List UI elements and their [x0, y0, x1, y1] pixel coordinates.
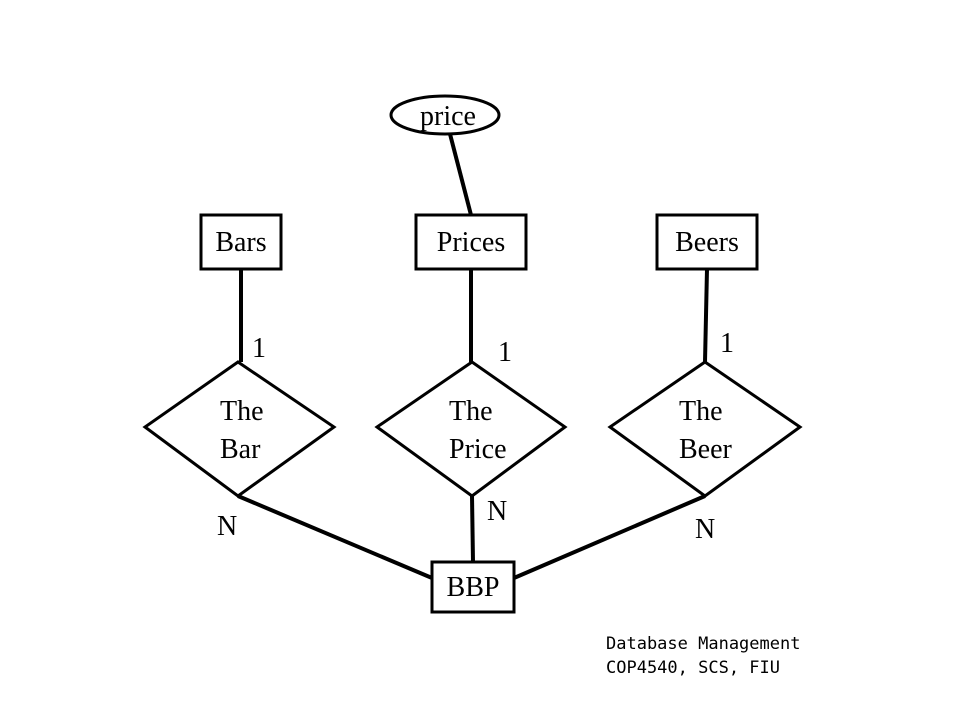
- line-price-to-prices: [448, 133, 473, 216]
- prices-entity-label: Prices: [437, 227, 505, 258]
- the-bar-label-line2: Bar: [220, 434, 261, 465]
- line-the-price-to-bbp: [470, 495, 475, 563]
- price-attribute-label: price: [420, 101, 476, 132]
- cardinality-price-many: N: [487, 496, 507, 527]
- connector-lines: [237, 133, 709, 580]
- price-attribute-ellipse: [389, 94, 501, 136]
- the-beer-label-line1: The: [679, 396, 723, 427]
- cardinality-beer-many: N: [695, 514, 715, 545]
- the-price-label-line1: The: [449, 396, 493, 427]
- footer-course-info: COP4540, SCS, FIU: [606, 658, 780, 678]
- line-the-beer-to-bbp: [513, 494, 706, 580]
- the-price-relationship-diamond: [374, 360, 568, 498]
- cardinality-price-one: 1: [498, 337, 512, 368]
- the-beer-label-line2: Beer: [679, 434, 733, 465]
- line-the-bar-to-bbp: [237, 494, 433, 580]
- bbp-entity-label: BBP: [447, 572, 500, 603]
- footer-caption: Database Management COP4540, SCS, FIU: [606, 632, 800, 680]
- cardinality-bar-one: 1: [252, 333, 266, 364]
- cardinality-beer-one: 1: [720, 328, 734, 359]
- prices-entity-box: [414, 213, 528, 271]
- the-bar-relationship-diamond: [142, 360, 337, 498]
- the-price-label-line2: Price: [449, 434, 507, 465]
- bars-entity-label: Bars: [215, 227, 266, 258]
- bbp-entity-box: [430, 560, 516, 614]
- beers-entity-label: Beers: [675, 227, 739, 258]
- beers-entity-box: [655, 213, 759, 271]
- the-bar-label-line1: The: [220, 396, 264, 427]
- bars-entity-box: [199, 213, 283, 271]
- cardinality-bar-many: N: [217, 511, 237, 542]
- line-beers-to-the-beer: [703, 268, 709, 363]
- the-beer-relationship-diamond: [607, 360, 803, 498]
- footer-course-title: Database Management: [606, 634, 801, 654]
